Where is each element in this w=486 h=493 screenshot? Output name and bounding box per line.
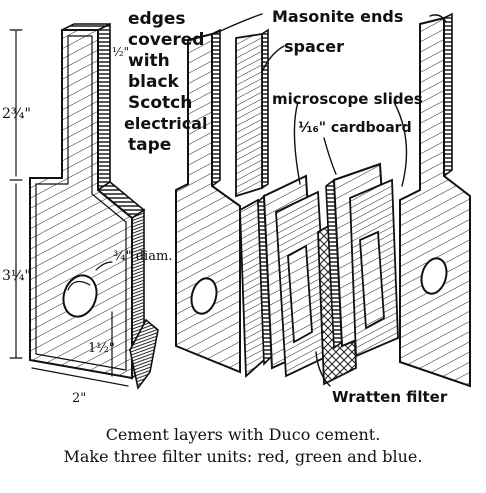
edges-note-line-6: electrical [124,114,207,133]
dim-two-three-quarters: 2¾" [2,106,31,122]
dim-half: ½" [112,45,129,59]
assembled-unit [29,22,159,390]
dim-one-half: 1½" [88,341,115,356]
edges-note-line-5: Scotch [128,93,192,113]
hole-inner-edge [67,280,91,291]
dim-two: 2" [72,391,86,406]
masonite-end-right-edge [443,12,453,178]
edges-note-line-4: black [128,72,180,92]
edges-note-line-2: covered [128,30,204,50]
masonite-end-left [175,32,241,374]
spacer [235,32,263,198]
edges-note: edges covered with black Scotch electric… [124,9,207,155]
leader-lines [213,13,447,387]
exploded-layers [175,12,471,388]
tape-border [35,35,127,371]
dimension-lines [9,29,129,387]
tape-strip [129,318,159,390]
label-diameter: ¾" diam. [113,249,172,264]
masonite-end-right [399,16,471,388]
edges-note-line-7: tape [128,135,171,155]
viewing-hole [62,274,98,318]
label-microscope-slides: microscope slides [272,90,423,108]
masonite-end-left-edge [211,28,221,188]
caption-line-1: Cement layers with Duco cement. [106,425,381,444]
assembled-front-face [29,29,133,380]
label-cardboard: ¹⁄₁₆" cardboard [298,120,412,136]
caption-line-2: Make three filter units: red, green and … [64,447,423,466]
masonite-end-left-hole [190,277,218,315]
dim-three-quarter: 3¼" [2,268,31,284]
edges-note-line-3: with [128,51,170,71]
label-masonite-ends: Masonite ends [272,7,403,26]
label-spacer: spacer [284,37,344,56]
cardboard-frame-2 [349,178,399,358]
assembled-side-face-top [97,22,111,192]
edges-note-line-1: edges [128,9,186,29]
label-wratten-filter: Wratten filter [332,388,448,406]
masonite-end-right-hole [420,257,448,295]
